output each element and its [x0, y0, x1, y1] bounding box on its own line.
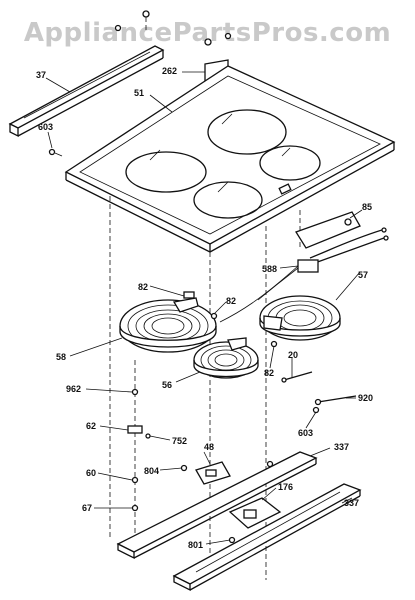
left-hardware	[127, 360, 151, 540]
label-20: 20	[288, 350, 298, 360]
label-60: 60	[86, 468, 96, 478]
cabinet-outline	[109, 196, 301, 580]
connector-588	[219, 259, 319, 323]
label-337-lower: 337	[344, 498, 359, 508]
label-603-bottom: 603	[298, 428, 313, 438]
label-752: 752	[172, 436, 187, 446]
rear-trim-37	[8, 45, 165, 138]
label-337-upper: 337	[334, 442, 349, 452]
switch-176	[228, 497, 282, 544]
leader-lines	[45, 71, 363, 545]
element-56	[193, 337, 259, 379]
label-56: 56	[162, 380, 172, 390]
front-rail-337-lower	[172, 483, 362, 592]
label-603-top: 603	[38, 122, 53, 132]
screw-603-top	[48, 148, 63, 157]
bracket-20	[281, 371, 357, 414]
label-85: 85	[362, 202, 372, 212]
cooktop-51	[64, 65, 396, 253]
top-screws	[114, 10, 232, 46]
label-588: 588	[262, 264, 277, 274]
label-962: 962	[66, 384, 81, 394]
switch-48	[180, 461, 231, 485]
junction-85	[295, 211, 389, 265]
label-58: 58	[56, 352, 66, 362]
label-801: 801	[188, 540, 203, 550]
label-82-a: 82	[138, 282, 148, 292]
element-58	[119, 297, 217, 353]
label-82-b: 82	[226, 296, 236, 306]
label-67: 67	[82, 503, 92, 513]
part-labels: 37 262 51 603 85 588 57 82 82 58 56 82 2…	[36, 66, 373, 550]
label-48: 48	[204, 442, 214, 452]
label-176: 176	[278, 482, 293, 492]
label-82-c: 82	[264, 368, 274, 378]
label-62: 62	[86, 421, 96, 431]
label-57: 57	[358, 270, 368, 280]
element-57	[259, 295, 341, 341]
label-262: 262	[162, 66, 177, 76]
label-920: 920	[358, 393, 373, 403]
label-51: 51	[134, 88, 144, 98]
label-804: 804	[144, 466, 159, 476]
front-rail-337-upper	[116, 451, 318, 560]
label-37: 37	[36, 70, 46, 80]
